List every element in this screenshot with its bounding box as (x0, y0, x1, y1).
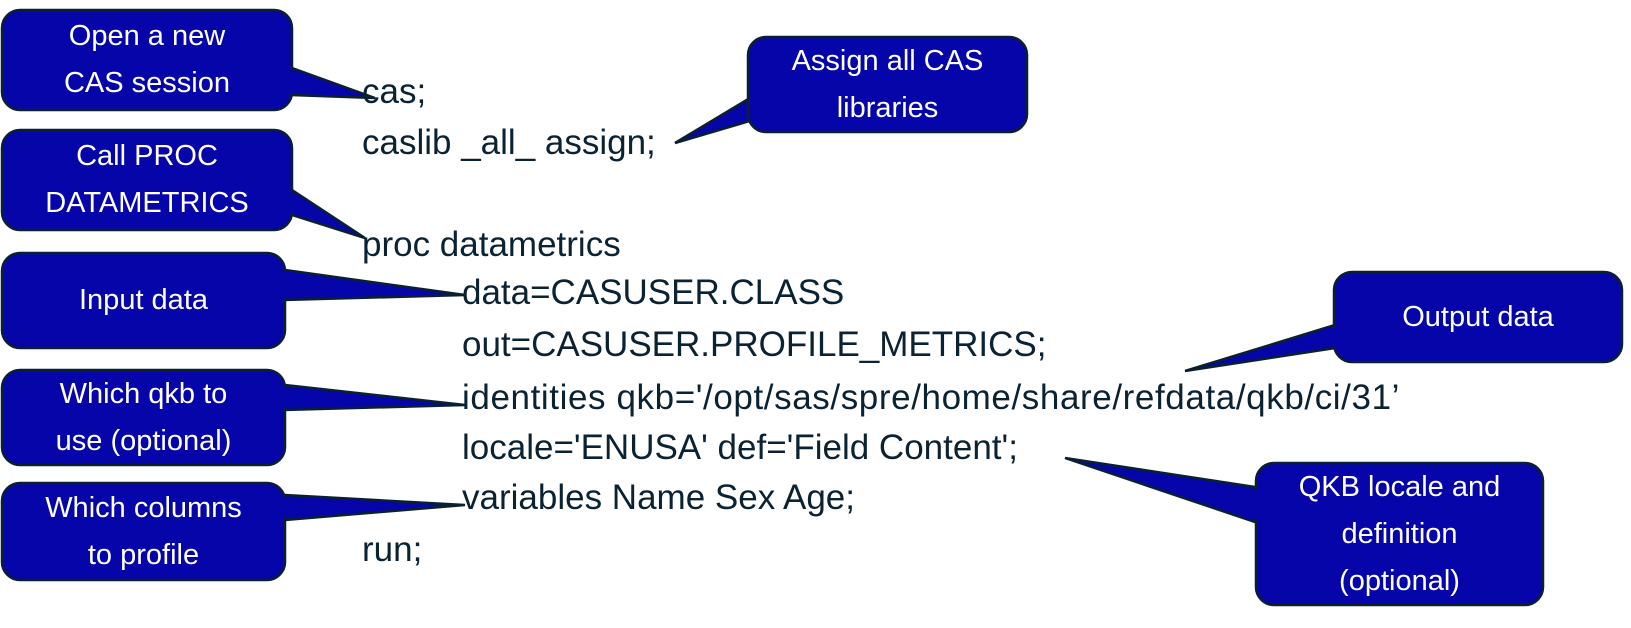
callout-line: Assign all CAS (791, 44, 984, 77)
callout-line: definition (1341, 517, 1458, 550)
callout-pointer-qkb-locale (1064, 456, 1257, 524)
callout-line: libraries (836, 91, 939, 124)
code-line-data: data=CASUSER.CLASS (462, 273, 845, 312)
callout-line: DATAMETRICS (45, 187, 249, 219)
callout-box-call-proc (0, 128, 294, 232)
callout-input-data: Input data (2, 253, 285, 348)
callout-line: Output data (1402, 300, 1554, 333)
callout-box-output-data (1332, 270, 1624, 364)
callout-line: Open a new (68, 20, 226, 52)
code-line-locale: locale='ENUSA' def='Field Content'; (462, 428, 1018, 467)
callout-line: Which qkb to (59, 377, 228, 410)
callout-qkb-locale: QKB locale and definition (optional) (1256, 463, 1543, 605)
callout-box-assign-libs (746, 35, 1029, 134)
callout-which-columns: Which columns to profile (2, 483, 285, 580)
callout-output-data: Output data (1334, 272, 1622, 362)
callout-open-session: Open a new CAS session (2, 10, 292, 110)
code-line-cas: cas; (362, 72, 427, 111)
callout-line: QKB locale and (1298, 470, 1501, 503)
callout-line: CAS session (63, 67, 230, 99)
callout-line: to profile (87, 538, 200, 571)
callout-pointer-call-proc (290, 187, 366, 240)
callout-line: (optional) (1339, 564, 1460, 597)
callout-assign-libs: Assign all CAS libraries (748, 37, 1027, 132)
callout-line: use (optional) (55, 424, 232, 457)
callout-line: Input data (79, 284, 208, 316)
code-line-proc: proc datametrics (362, 225, 621, 264)
code-line-run: run; (362, 530, 423, 569)
code-line-out: out=CASUSER.PROFILE_METRICS; (462, 325, 1047, 364)
callout-box-input-data (0, 251, 287, 350)
callout-line: Call PROC (76, 140, 218, 172)
callout-pointer-input-data (283, 268, 466, 302)
callout-pointer-which-columns (283, 493, 466, 522)
callout-pointer-which-qkb (283, 383, 466, 412)
callout-box-qkb-locale (1254, 461, 1545, 607)
callout-call-proc: Call PROC DATAMETRICS (2, 130, 292, 230)
code-line-caslib: caslib _all_ assign; (362, 123, 656, 162)
callout-which-qkb: Which qkb to use (optional) (2, 370, 285, 465)
callout-line: Which columns (45, 491, 242, 524)
callout-box-which-columns (0, 481, 287, 582)
callout-box-open-session (0, 8, 294, 112)
callout-box-which-qkb (0, 368, 287, 467)
code-line-variables: variables Name Sex Age; (462, 478, 855, 517)
callout-pointer-output-data (1184, 323, 1337, 373)
code-line-identities: identities qkb='/opt/sas/spre/home/share… (462, 378, 1401, 417)
